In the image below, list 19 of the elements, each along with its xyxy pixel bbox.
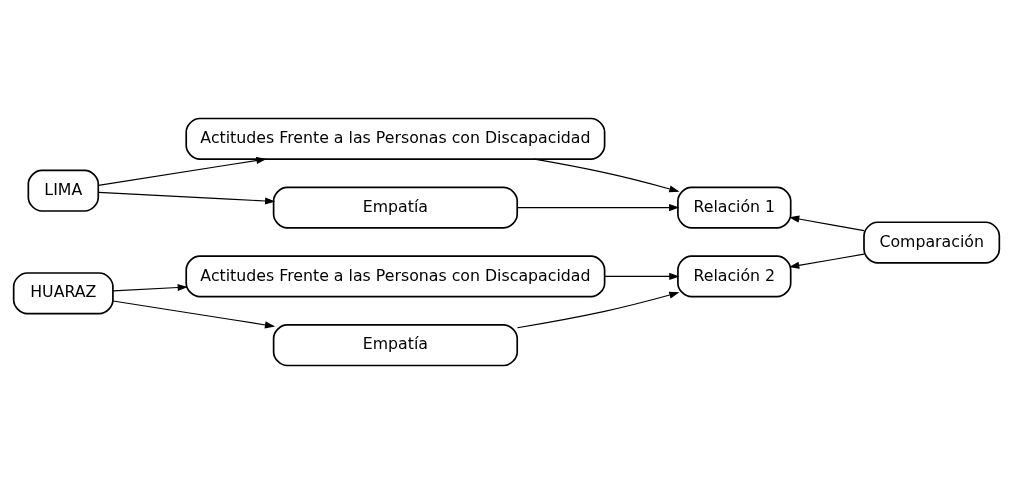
arrow: [788, 215, 864, 232]
node-box: Relación 1: [676, 186, 792, 229]
arrow: [603, 272, 679, 280]
arrow: [516, 291, 679, 329]
node-box: Relación 2: [676, 255, 792, 298]
arrow: [112, 300, 275, 329]
arrow: [97, 156, 267, 186]
arrow: [112, 283, 188, 292]
node-box: Actitudes Frente a las Personas con Discapacidad: [184, 255, 605, 298]
arrow: [533, 158, 679, 193]
node-box: Comparación: [862, 221, 1000, 264]
arrow: [516, 204, 679, 212]
node-box: Empatía: [272, 324, 518, 367]
arrow: [788, 253, 864, 269]
node-box: HUARAZ: [12, 272, 114, 315]
node-box: Actitudes Frente a las Personas con Discapacidad: [184, 117, 605, 160]
node-box: LIMA: [27, 169, 99, 212]
arrow: [97, 191, 275, 205]
node-box: Empatía: [272, 186, 518, 229]
